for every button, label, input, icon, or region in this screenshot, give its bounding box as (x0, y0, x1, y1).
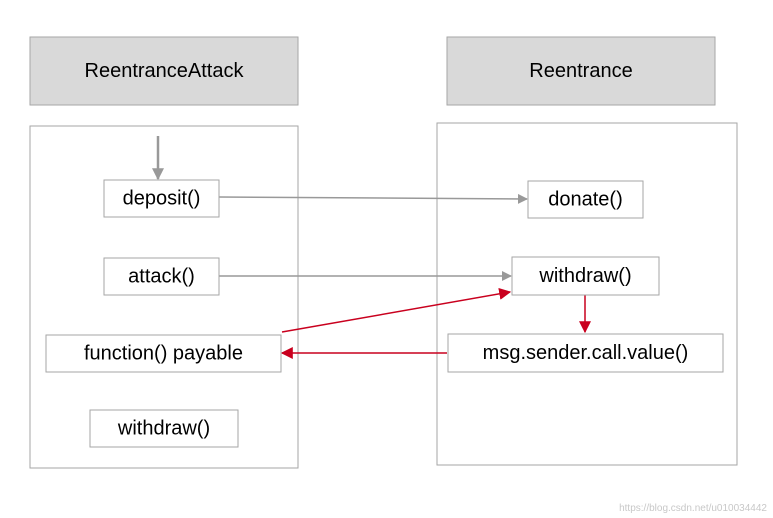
left-contract-header: ReentranceAttack (29, 36, 299, 106)
node-attack: attack() (103, 257, 220, 296)
left-contract-body (29, 125, 299, 469)
node-deposit: deposit() (103, 179, 220, 218)
right-contract-body (436, 122, 738, 466)
node-left-withdraw-label: withdraw() (117, 418, 210, 440)
node-call-value: msg.sender.call.value() (447, 333, 724, 373)
node-fallback-payable: function() payable (45, 334, 282, 373)
arrow-fallback-to-withdraw (281, 287, 512, 333)
left-contract-title: ReentranceAttack (85, 60, 245, 82)
node-donate: donate() (527, 180, 644, 219)
arrow-deposit-to-donate (218, 193, 528, 204)
node-left-withdraw: withdraw() (89, 409, 239, 448)
watermark: https://blog.csdn.net/u010034442 (619, 503, 767, 514)
node-fallback-label: function() payable (84, 343, 243, 365)
right-contract-title: Reentrance (529, 60, 632, 82)
node-donate-label: donate() (548, 189, 623, 211)
node-call-value-label: msg.sender.call.value() (483, 342, 689, 364)
node-attack-label: attack() (128, 266, 195, 288)
node-right-withdraw: withdraw() (511, 256, 660, 296)
node-right-withdraw-label: withdraw() (538, 265, 631, 287)
node-deposit-label: deposit() (123, 188, 201, 210)
right-contract-header: Reentrance (446, 36, 716, 106)
